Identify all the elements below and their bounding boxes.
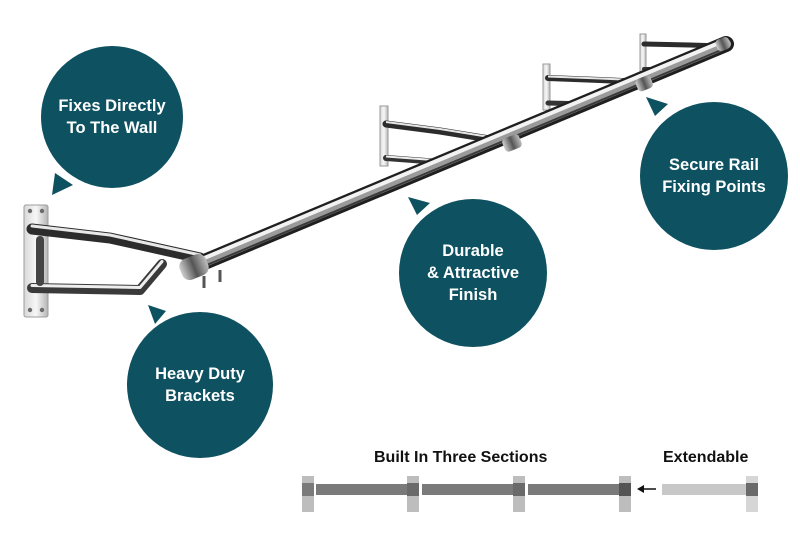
callout-finish: Durable & Attractive Finish — [399, 199, 547, 347]
left-arrow-icon — [637, 485, 656, 493]
left-bracket — [23, 204, 206, 318]
extendable-label: Extendable — [663, 449, 749, 466]
callout-arrow-icon — [52, 97, 668, 324]
bracket-icon — [26, 223, 206, 264]
callout-wall-text: Fixes Directly To The Wall — [58, 97, 166, 137]
callout-fixing: Secure Rail Fixing Points — [640, 102, 788, 250]
callout-finish-text: Durable & Attractive Finish — [427, 242, 519, 304]
sections-diagram — [302, 476, 758, 512]
callout-brackets-text: Heavy Duty Brackets — [155, 365, 245, 405]
callout-wall: Fixes Directly To The Wall — [41, 46, 183, 188]
rail-icon — [179, 36, 734, 288]
sections-label: Built In Three Sections — [374, 449, 548, 466]
callout-fixing-text: Secure Rail Fixing Points — [662, 156, 766, 196]
callout-brackets: Heavy Duty Brackets — [127, 312, 273, 458]
